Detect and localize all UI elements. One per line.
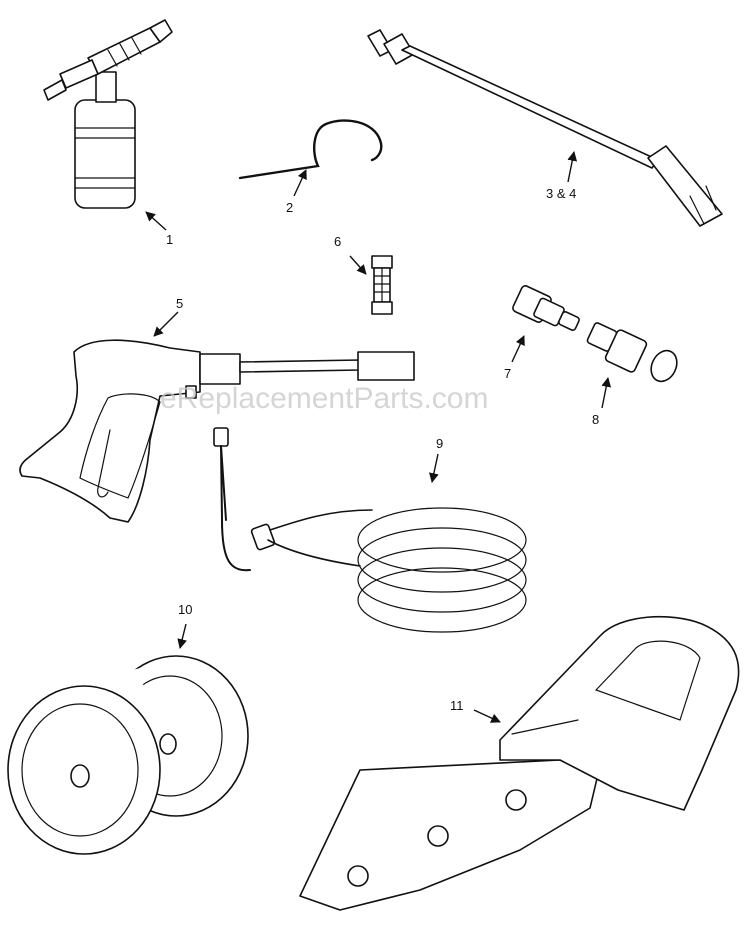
callout-arrows <box>145 151 612 723</box>
watermark-text: eReplacementParts.com <box>160 382 488 415</box>
part-6-filter <box>371 255 393 315</box>
part-10-wheels <box>7 655 249 855</box>
part-5-trigger-gun <box>19 339 415 523</box>
callout-2: 2 <box>286 200 293 215</box>
callout-9: 9 <box>436 436 443 451</box>
callout-labels: 1 2 3 & 4 5 6 7 8 9 10 11 <box>166 186 599 713</box>
callout-7: 7 <box>504 366 511 381</box>
callout-8: 8 <box>592 412 599 427</box>
callout-1: 1 <box>166 232 173 247</box>
part-3-4-wand <box>367 29 723 227</box>
part-7-coupler <box>512 285 580 331</box>
callout-11: 11 <box>450 698 464 713</box>
part-8-adapter <box>586 322 678 383</box>
part-2-hook <box>238 119 383 180</box>
callout-5: 5 <box>176 296 183 311</box>
part-9-hose <box>213 427 527 633</box>
part-11-handle <box>299 615 740 911</box>
part-1-siphon-assembly <box>43 19 173 209</box>
callout-6: 6 <box>334 234 341 249</box>
callout-3-4: 3 & 4 <box>546 186 576 201</box>
callout-10: 10 <box>178 602 192 617</box>
